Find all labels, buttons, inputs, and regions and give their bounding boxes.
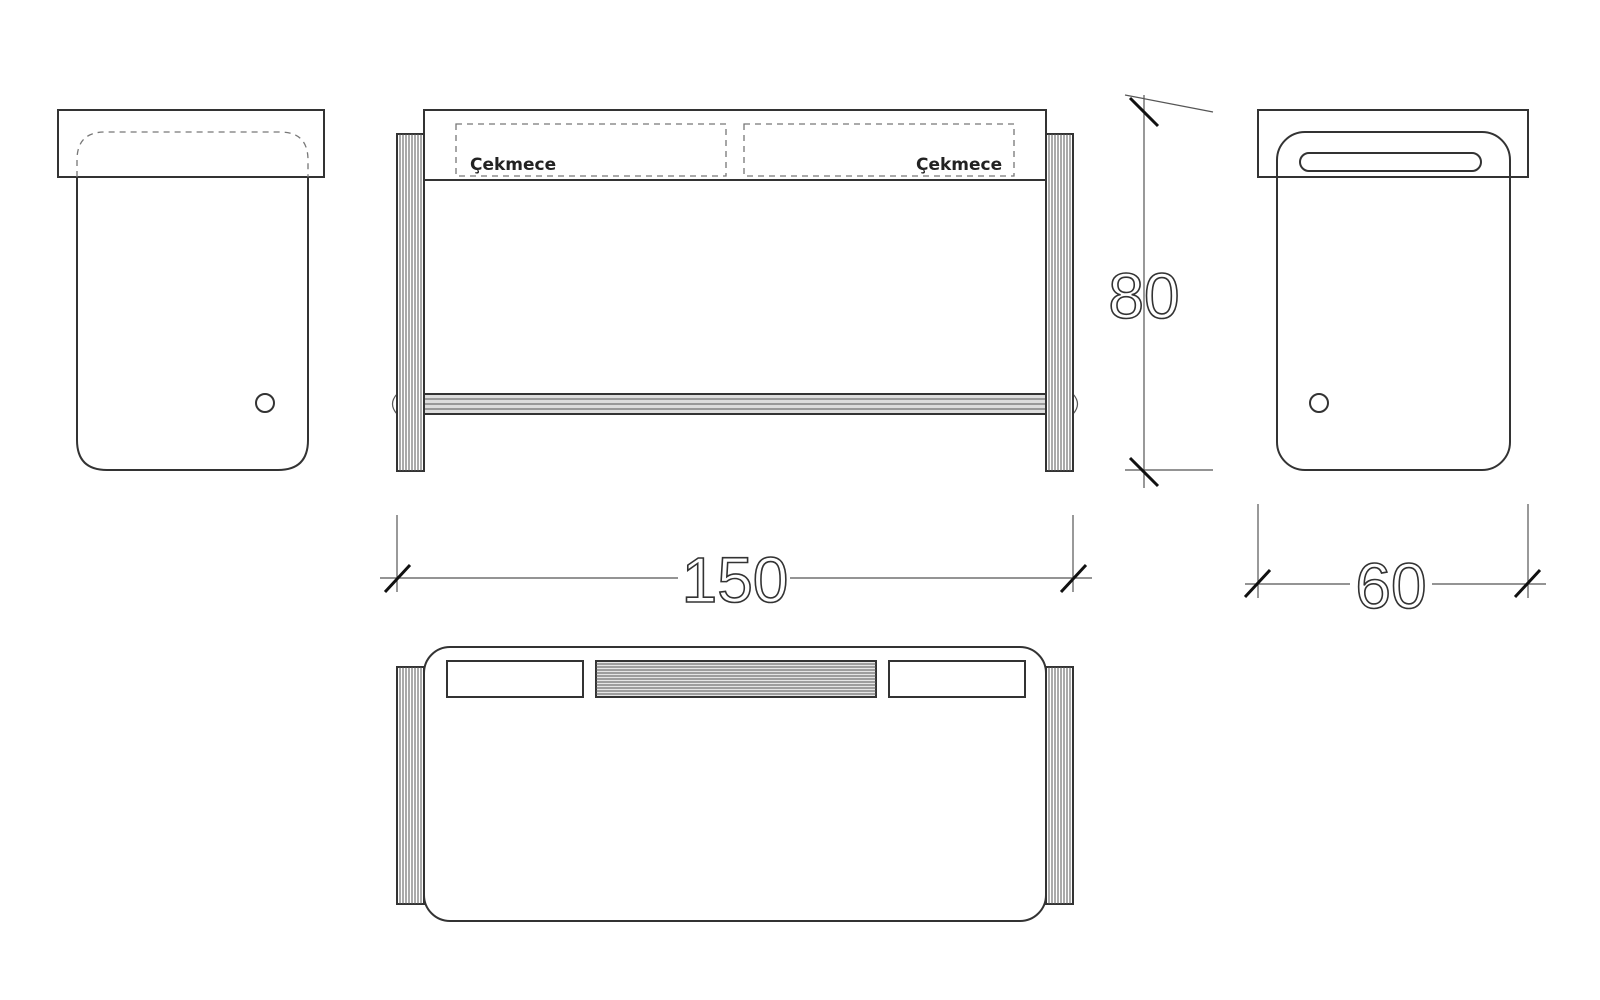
depth-tick-left bbox=[1243, 568, 1272, 599]
top-view-leg-right-hatch bbox=[1048, 667, 1071, 904]
depth-dimension-value: 60 bbox=[1355, 550, 1426, 622]
right-side-panel bbox=[1276, 131, 1511, 471]
height-tick-top bbox=[1128, 96, 1160, 128]
drawer-label-left: Çekmece bbox=[470, 155, 556, 175]
front-leg-left-hatch bbox=[399, 134, 422, 471]
top-view bbox=[396, 646, 1074, 922]
drawer-outline-right bbox=[743, 123, 1015, 177]
front-leg-left bbox=[396, 133, 425, 472]
left-side-view bbox=[57, 109, 325, 471]
height-tick-bottom bbox=[1128, 456, 1160, 488]
right-side-view bbox=[1257, 109, 1529, 471]
width-dimension: 150 bbox=[380, 515, 1092, 617]
left-side-top-board bbox=[57, 109, 325, 178]
top-view-tabletop bbox=[423, 646, 1047, 922]
top-view-leg-right bbox=[1045, 666, 1074, 905]
drawer-outline-left bbox=[455, 123, 727, 177]
left-side-hidden-outline bbox=[76, 131, 309, 177]
stretcher-end-left bbox=[391, 393, 398, 415]
front-leg-right-hatch bbox=[1048, 134, 1071, 471]
width-tick-left bbox=[383, 563, 412, 594]
stretcher-end-right bbox=[1072, 393, 1079, 415]
top-view-leg-left bbox=[396, 666, 425, 905]
top-view-compartment-right bbox=[888, 660, 1026, 698]
height-dimension-value: 80 bbox=[1108, 260, 1179, 332]
front-leg-right bbox=[1045, 133, 1074, 472]
right-side-hole bbox=[1309, 393, 1329, 413]
left-side-hole bbox=[255, 393, 275, 413]
front-view: Çekmece Çekmece bbox=[391, 109, 1079, 472]
top-view-leg-left-hatch bbox=[399, 667, 422, 904]
drawer-label-right: Çekmece bbox=[916, 155, 1002, 175]
depth-dimension: 60 bbox=[1243, 504, 1546, 623]
width-tick-right bbox=[1059, 563, 1088, 594]
height-dimension: 80 bbox=[1108, 94, 1214, 488]
top-view-center-tray-hatch bbox=[596, 663, 876, 695]
right-side-top-board bbox=[1257, 109, 1529, 178]
top-view-compartment-left bbox=[446, 660, 584, 698]
depth-tick-right bbox=[1513, 568, 1542, 599]
left-side-panel bbox=[76, 177, 309, 471]
width-dimension-value: 150 bbox=[682, 544, 789, 616]
right-side-handle-slot bbox=[1299, 152, 1482, 172]
